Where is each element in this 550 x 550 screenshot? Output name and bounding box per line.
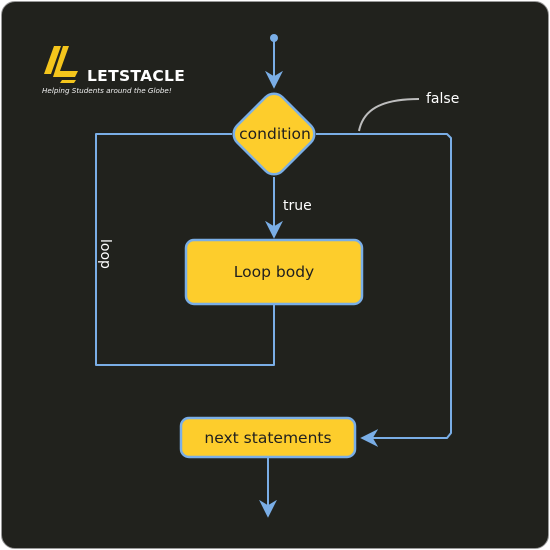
loop-body-box	[184, 238, 364, 306]
next-statements-box	[179, 416, 357, 459]
false-label: false	[426, 91, 460, 107]
brand-name: LETSTACLE	[87, 67, 186, 85]
loop-label: loop	[96, 239, 113, 269]
loop-body-label: Loop body	[233, 263, 315, 281]
letstacle-logo-icon	[44, 46, 78, 83]
condition-label: condition	[239, 125, 311, 143]
false-callout-curve	[358, 98, 420, 132]
start-dot	[270, 34, 278, 42]
brand-tagline: Helping Students around the Globe!	[42, 86, 172, 95]
next-statements-label: next statements	[204, 429, 332, 447]
condition-diamond	[232, 92, 316, 176]
brand-logo: LETSTACLE Helping Students around the Gl…	[42, 44, 192, 95]
edge-loop-back	[95, 133, 275, 366]
true-label: true	[283, 198, 312, 214]
edge-condition-to-next	[316, 133, 452, 447]
